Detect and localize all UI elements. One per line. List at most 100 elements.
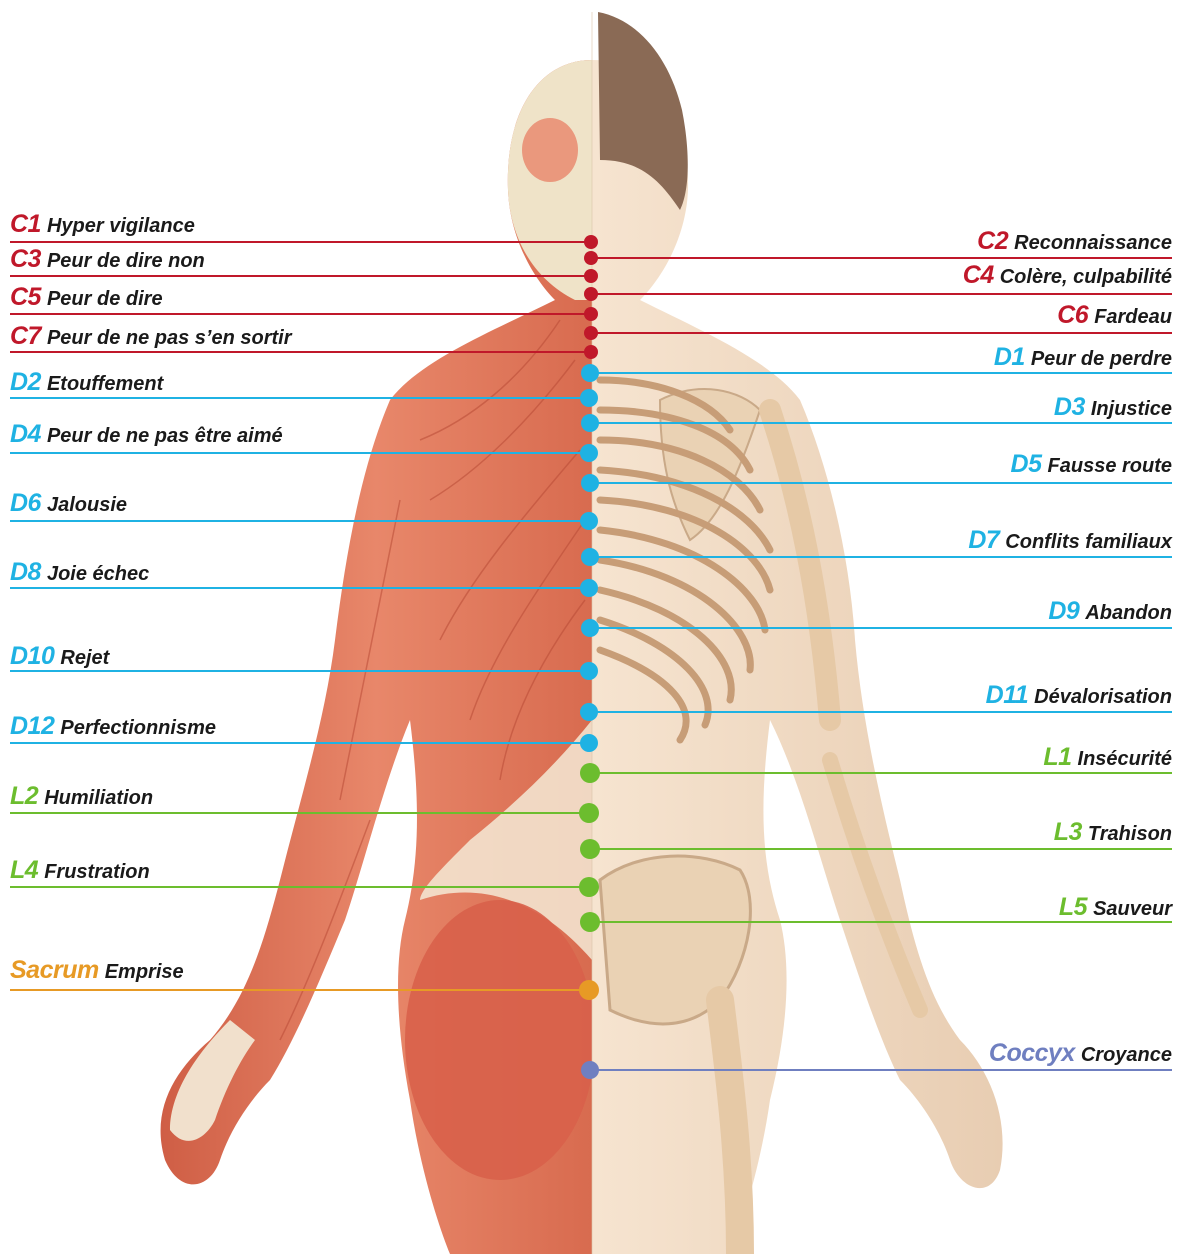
vertebra-label-d2: D2 Etouffement bbox=[10, 370, 163, 395]
vertebra-label-sacrum: Sacrum Emprise bbox=[10, 958, 184, 983]
vertebra-dot-l3 bbox=[580, 839, 600, 859]
vertebra-label-d5: D5 Fausse route bbox=[1011, 452, 1172, 477]
vertebra-label-d3: D3 Injustice bbox=[1054, 395, 1172, 420]
vertebra-dot-d1 bbox=[581, 364, 599, 382]
vertebra-dot-c5 bbox=[584, 307, 598, 321]
vertebra-dot-sacrum bbox=[579, 980, 599, 1000]
vertebra-emotion: Emprise bbox=[105, 961, 184, 983]
vertebra-emotion: Insécurité bbox=[1078, 748, 1172, 770]
vertebra-emotion: Sauveur bbox=[1093, 898, 1172, 920]
vertebra-dot-c1 bbox=[584, 235, 598, 249]
vertebra-code: D12 bbox=[10, 712, 54, 740]
vertebra-emotion: Humiliation bbox=[44, 787, 153, 809]
vertebra-emotion: Jalousie bbox=[47, 494, 127, 516]
vertebra-code: D5 bbox=[1011, 450, 1042, 478]
vertebra-label-c3: C3 Peur de dire non bbox=[10, 247, 205, 272]
vertebra-emotion: Dévalorisation bbox=[1034, 686, 1172, 708]
vertebra-label-d12: D12 Perfectionnisme bbox=[10, 714, 216, 739]
vertebra-code: C4 bbox=[963, 261, 994, 289]
vertebra-emotion: Colère, culpabilité bbox=[1000, 266, 1172, 288]
vertebra-code: Coccyx bbox=[989, 1039, 1075, 1067]
vertebra-dot-l4 bbox=[579, 877, 599, 897]
vertebra-emotion: Croyance bbox=[1081, 1044, 1172, 1066]
vertebra-label-c2: C2 Reconnaissance bbox=[977, 229, 1172, 254]
vertebra-code: D8 bbox=[10, 558, 41, 586]
vertebra-code: L5 bbox=[1059, 893, 1087, 921]
vertebra-dot-d6 bbox=[580, 512, 598, 530]
vertebra-dot-d3 bbox=[581, 414, 599, 432]
vertebra-label-coccyx: Coccyx Croyance bbox=[989, 1041, 1172, 1066]
vertebra-dot-d10 bbox=[580, 662, 598, 680]
vertebra-emotion: Perfectionnisme bbox=[60, 717, 216, 739]
vertebra-code: L4 bbox=[10, 856, 38, 884]
vertebra-code: Sacrum bbox=[10, 956, 99, 984]
vertebra-label-d7: D7 Conflits familiaux bbox=[968, 528, 1172, 553]
head-highlight bbox=[522, 118, 578, 182]
vertebra-code: D11 bbox=[986, 681, 1029, 709]
vertebra-dot-c6 bbox=[584, 326, 598, 340]
vertebra-emotion: Fardeau bbox=[1094, 306, 1172, 328]
vertebra-code: D10 bbox=[10, 642, 54, 670]
vertebra-code: L1 bbox=[1043, 743, 1071, 771]
vertebra-label-d8: D8 Joie échec bbox=[10, 560, 149, 585]
vertebra-dot-l2 bbox=[579, 803, 599, 823]
vertebra-dot-c3 bbox=[584, 269, 598, 283]
vertebra-emotion: Trahison bbox=[1088, 823, 1172, 845]
vertebra-emotion: Joie échec bbox=[47, 563, 149, 585]
vertebra-dot-d2 bbox=[580, 389, 598, 407]
vertebra-code: L2 bbox=[10, 782, 38, 810]
vertebra-code: C6 bbox=[1057, 301, 1088, 329]
vertebra-dot-l5 bbox=[580, 912, 600, 932]
vertebra-code: C7 bbox=[10, 322, 41, 350]
vertebra-label-l4: L4 Frustration bbox=[10, 858, 150, 883]
vertebra-label-c4: C4 Colère, culpabilité bbox=[963, 263, 1172, 288]
gluteus bbox=[405, 900, 595, 1180]
vertebra-dot-c7 bbox=[584, 345, 598, 359]
vertebra-dot-d8 bbox=[580, 579, 598, 597]
vertebra-emotion: Frustration bbox=[44, 861, 150, 883]
vertebra-code: C3 bbox=[10, 245, 41, 273]
vertebra-label-d6: D6 Jalousie bbox=[10, 491, 127, 516]
vertebra-label-c5: C5Peur de dire bbox=[10, 285, 163, 310]
vertebra-label-d10: D10 Rejet bbox=[10, 644, 109, 669]
vertebra-emotion: Fausse route bbox=[1048, 455, 1172, 477]
vertebra-label-d4: D4 Peur de ne pas être aimé bbox=[10, 422, 283, 447]
vertebra-code: D2 bbox=[10, 368, 41, 396]
vertebra-code: D4 bbox=[10, 420, 41, 448]
vertebra-emotion: Peur de dire non bbox=[47, 250, 205, 272]
vertebra-emotion: Rejet bbox=[60, 647, 109, 669]
vertebra-code: D7 bbox=[968, 526, 999, 554]
vertebra-emotion: Etouffement bbox=[47, 373, 163, 395]
vertebra-label-c6: C6 Fardeau bbox=[1057, 303, 1172, 328]
vertebra-code: D9 bbox=[1048, 597, 1079, 625]
vertebra-dot-d4 bbox=[580, 444, 598, 462]
vertebra-emotion: Peur de ne pas être aimé bbox=[47, 425, 283, 447]
vertebra-dot-d9 bbox=[581, 619, 599, 637]
vertebra-dot-d11 bbox=[580, 703, 598, 721]
body-silhouette-right bbox=[592, 60, 1003, 1254]
vertebra-emotion: Peur de dire bbox=[47, 288, 163, 310]
vertebra-dot-d12 bbox=[580, 734, 598, 752]
vertebra-code: D6 bbox=[10, 489, 41, 517]
muscle-half bbox=[161, 60, 595, 1254]
vertebra-emotion: Conflits familiaux bbox=[1005, 531, 1172, 553]
vertebra-dot-c2 bbox=[584, 251, 598, 265]
skeleton-half bbox=[592, 12, 1003, 1254]
vertebra-dot-d5 bbox=[581, 474, 599, 492]
vertebra-code: D3 bbox=[1054, 393, 1085, 421]
vertebra-dot-d7 bbox=[581, 548, 599, 566]
vertebra-dot-c4 bbox=[584, 287, 598, 301]
vertebra-emotion: Reconnaissance bbox=[1014, 232, 1172, 254]
vertebra-emotion: Injustice bbox=[1091, 398, 1172, 420]
vertebra-code: C2 bbox=[977, 227, 1008, 255]
vertebra-emotion: Hyper vigilance bbox=[47, 215, 195, 237]
vertebra-label-l1: L1 Insécurité bbox=[1043, 745, 1172, 770]
vertebra-code: D1 bbox=[994, 343, 1025, 371]
